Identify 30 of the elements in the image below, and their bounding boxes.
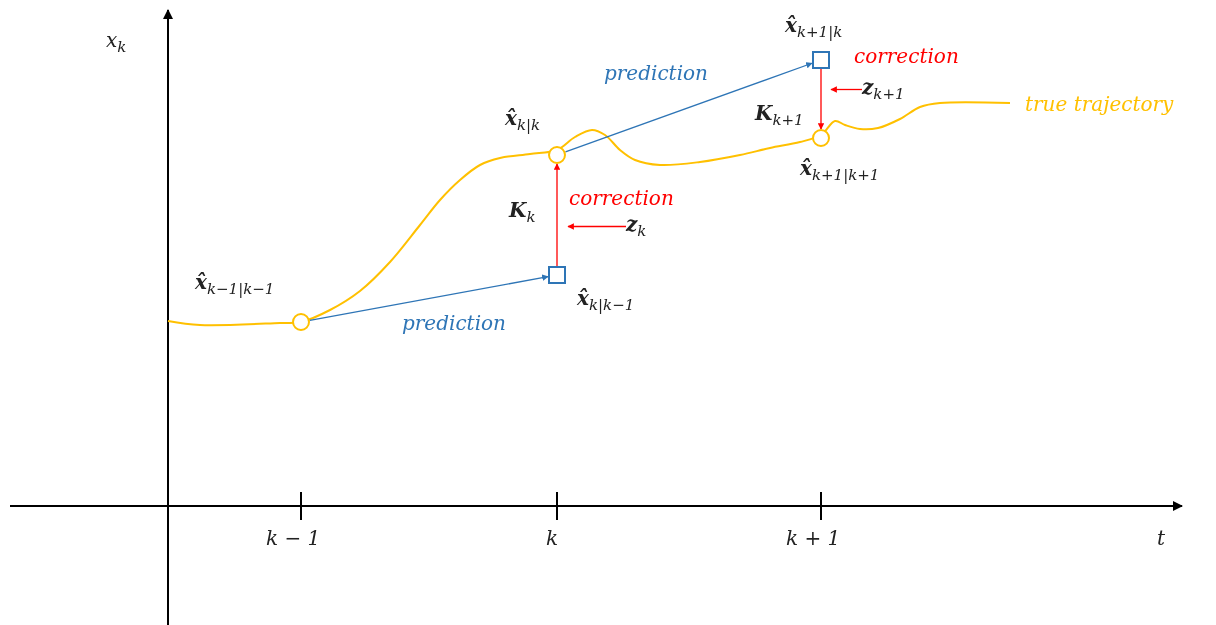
tick-label: k − 1	[266, 528, 321, 548]
prediction-square	[548, 266, 566, 284]
curve-label: true trajectory	[1025, 94, 1174, 114]
tick-label: k + 1	[786, 528, 841, 548]
estimate-circle	[548, 146, 566, 164]
axis-label: x$_{k}$	[106, 30, 127, 55]
estimate-label: x̂$_{k|k}$	[505, 108, 541, 133]
tick-label: k	[546, 528, 559, 548]
measurement-label: z$_{k+1}$	[862, 77, 905, 102]
arrow	[553, 163, 561, 267]
estimate-label: x̂$_{k|k−1}$	[577, 288, 635, 313]
measurement-label: z$_{k}$	[626, 214, 647, 239]
prediction-square	[812, 51, 830, 69]
estimate-label: x̂$_{k+1|k}$	[785, 15, 843, 40]
edge-label: correction	[852, 46, 961, 66]
estimate-label: x̂$_{k+1|k+1}$	[800, 158, 880, 183]
axis-label: t	[1157, 528, 1166, 548]
estimate-circle	[812, 129, 830, 147]
edge-label: prediction	[602, 63, 710, 83]
arrow	[309, 274, 549, 322]
estimate-circle	[292, 313, 310, 331]
arrow	[564, 62, 813, 153]
arrow	[817, 68, 825, 130]
gain-label: K$_{k}$	[509, 200, 536, 225]
gain-label: K$_{k+1}$	[755, 103, 804, 128]
arrow	[567, 223, 627, 230]
estimate-label: x̂$_{k−1|k−1}$	[195, 272, 275, 297]
edge-label: prediction	[400, 313, 508, 333]
arrow	[830, 86, 863, 93]
edge-label: correction	[567, 188, 676, 208]
